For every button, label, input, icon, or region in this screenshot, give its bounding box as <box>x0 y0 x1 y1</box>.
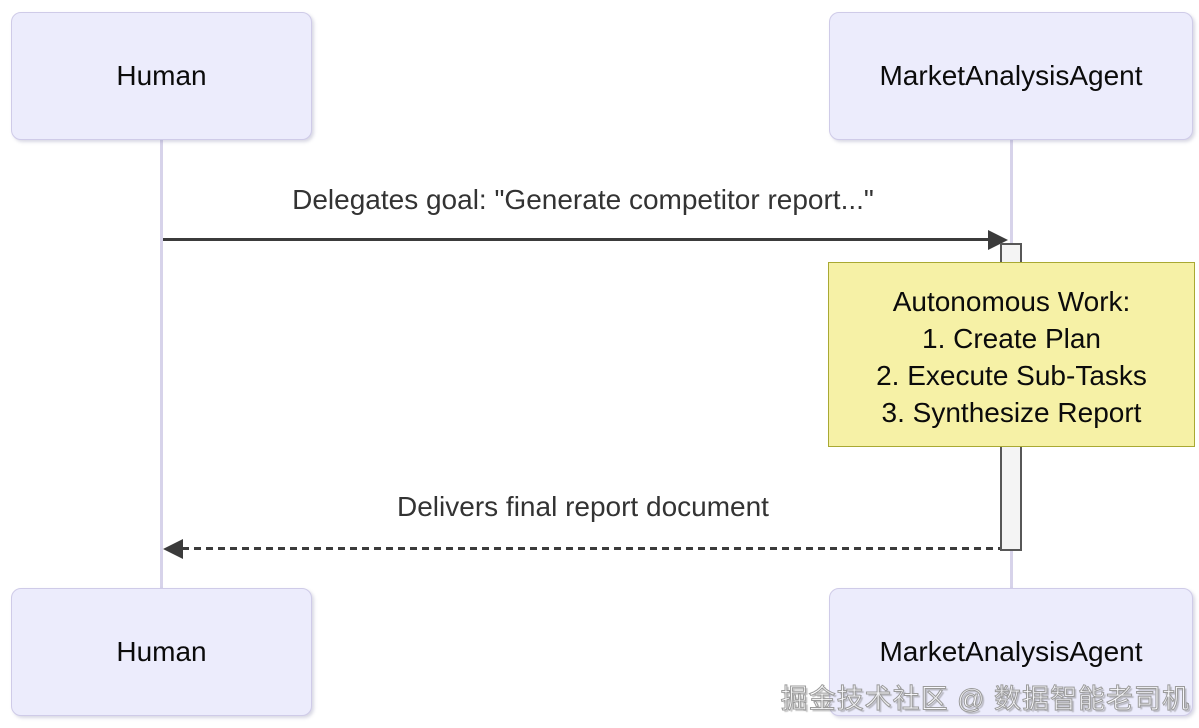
actor-agent-top: MarketAnalysisAgent <box>829 12 1193 140</box>
message-label-delegates-goal: Delegates goal: "Generate competitor rep… <box>292 184 874 215</box>
actor-agent-top-label: MarketAnalysisAgent <box>879 60 1143 91</box>
arrowhead-left-icon <box>163 539 183 559</box>
actor-human-top: Human <box>11 12 312 140</box>
message-line-delegates-goal <box>163 238 988 241</box>
note-line-step-3: 3. Synthesize Report <box>881 397 1142 428</box>
actor-human-bottom: Human <box>11 588 312 716</box>
note-line-title: Autonomous Work: <box>892 286 1131 317</box>
note-line-step-2: 2. Execute Sub-Tasks <box>876 360 1147 391</box>
actor-human-top-label: Human <box>116 60 207 91</box>
lifeline-human <box>160 140 163 588</box>
message-label-delivers-report: Delivers final report document <box>397 491 769 522</box>
note-line-step-1: 1. Create Plan <box>922 323 1101 354</box>
actor-human-bottom-label: Human <box>116 636 207 667</box>
note-autonomous-work: Autonomous Work: 1. Create Plan 2. Execu… <box>828 262 1195 447</box>
message-line-delivers-report <box>182 547 1000 550</box>
actor-agent-bottom: MarketAnalysisAgent <box>829 588 1193 716</box>
actor-agent-bottom-label: MarketAnalysisAgent <box>879 636 1143 667</box>
watermark: 掘金技术社区 @ 数据智能老司机 <box>780 684 1190 715</box>
